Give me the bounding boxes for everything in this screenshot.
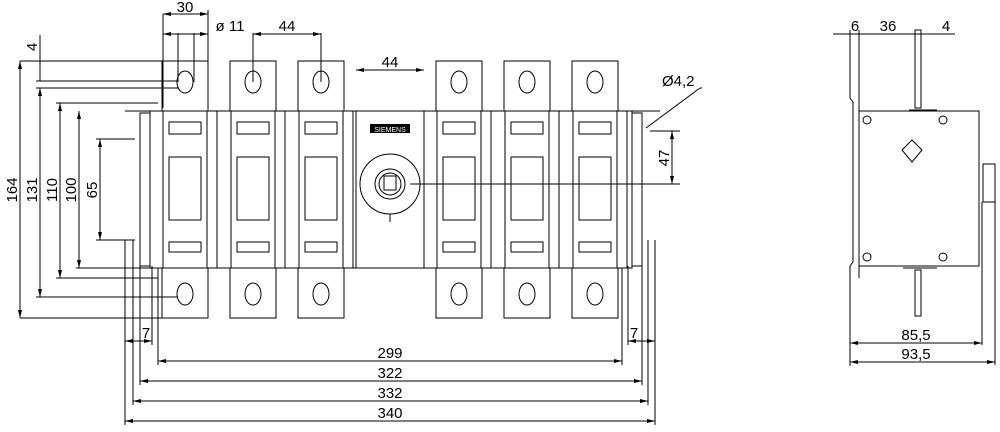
pole-center-window xyxy=(510,156,544,221)
dim-7-right: 7 xyxy=(630,325,638,342)
logo-plate xyxy=(370,124,410,133)
terminal-hole xyxy=(176,70,194,94)
top-terminal-tab xyxy=(571,60,619,112)
dim-hole-11: ø 11 xyxy=(216,18,245,35)
dim-322: 322 xyxy=(377,365,402,382)
pole-top-window xyxy=(236,121,270,135)
pole-bottom-window xyxy=(442,241,476,253)
bottom-terminal-tab xyxy=(297,267,345,319)
pole-center-window xyxy=(168,156,202,221)
top-terminal-tab xyxy=(503,60,551,112)
dim-7-left: 7 xyxy=(142,325,150,342)
top-dimensions: 30 ø 11 44 44 4 Ø4,2 47 xyxy=(20,0,702,184)
dim-93-5: 93,5 xyxy=(901,346,930,363)
side-body xyxy=(858,110,980,267)
dim-100: 100 xyxy=(63,177,80,202)
bottom-terminal-tab xyxy=(571,267,619,319)
dim-340: 340 xyxy=(377,405,402,422)
left-dimensions: 164 131 110 100 65 xyxy=(4,61,208,319)
dim-hole-4-2: Ø4,2 xyxy=(662,73,695,90)
dim-110: 110 xyxy=(44,178,61,202)
pole-center-window xyxy=(578,156,612,221)
dim-6: 6 xyxy=(851,18,859,35)
dim-299: 299 xyxy=(377,345,402,362)
terminal-hole xyxy=(518,282,536,306)
shaft-square xyxy=(901,139,923,163)
din-bracket xyxy=(849,30,854,278)
dim-164: 164 xyxy=(4,177,21,202)
pole-top-window xyxy=(578,121,612,135)
dim-44-pole-pitch: 44 xyxy=(279,18,296,35)
dim-332: 332 xyxy=(377,385,402,402)
left-side-plate xyxy=(139,112,151,267)
pole-bottom-window xyxy=(236,241,270,253)
pole-bottom-window xyxy=(578,241,612,253)
bottom-dimensions: 7 7 299 322 332 340 xyxy=(124,240,656,425)
bottom-terminal-tab xyxy=(161,267,209,319)
terminal-hole xyxy=(450,282,468,306)
dim-65: 65 xyxy=(84,182,101,199)
terminal-hole xyxy=(312,282,330,306)
pole-top-window xyxy=(168,121,202,135)
bottom-terminal-tab xyxy=(503,267,551,319)
pole-center-window xyxy=(236,156,270,221)
bottom-terminal-tab xyxy=(435,267,483,319)
right-side-plate xyxy=(631,112,643,267)
operating-mechanism: SIEMENS xyxy=(355,111,680,268)
side-view: 6 36 4 85,5 93,5 xyxy=(833,18,996,366)
terminal-hole xyxy=(586,282,604,306)
terminal-hole xyxy=(176,282,194,306)
logo-text: SIEMENS xyxy=(374,127,406,134)
bottom-terminal xyxy=(914,269,922,317)
top-terminal-tab xyxy=(435,60,483,112)
dim-47: 47 xyxy=(656,150,673,167)
handle xyxy=(982,163,996,203)
dim-30: 30 xyxy=(177,0,194,16)
bottom-terminal-tab xyxy=(229,267,277,319)
dim-131: 131 xyxy=(24,177,41,202)
dim-36: 36 xyxy=(880,18,897,35)
dim-side-4: 4 xyxy=(942,18,950,35)
front-view: SIEMENS 30 ø 11 44 44 4 Ø4,2 xyxy=(4,0,702,425)
pole-bottom-window xyxy=(510,241,544,253)
top-terminal xyxy=(914,29,922,109)
pole-top-window xyxy=(442,121,476,135)
dim-4: 4 xyxy=(24,43,41,51)
pole-bottom-window xyxy=(304,241,338,253)
terminal-hole xyxy=(518,70,536,94)
pole-top-window xyxy=(304,121,338,135)
pole-center-window xyxy=(304,156,338,221)
pole-top-window xyxy=(510,121,544,135)
terminal-hole xyxy=(244,282,262,306)
dim-85-5: 85,5 xyxy=(901,327,930,344)
dim-44-mechanism: 44 xyxy=(382,54,399,71)
top-terminal-tab xyxy=(161,60,209,112)
pole-center-window xyxy=(442,156,476,221)
terminal-hole xyxy=(586,70,604,94)
pole-bottom-window xyxy=(168,241,202,253)
terminal-hole xyxy=(450,70,468,94)
